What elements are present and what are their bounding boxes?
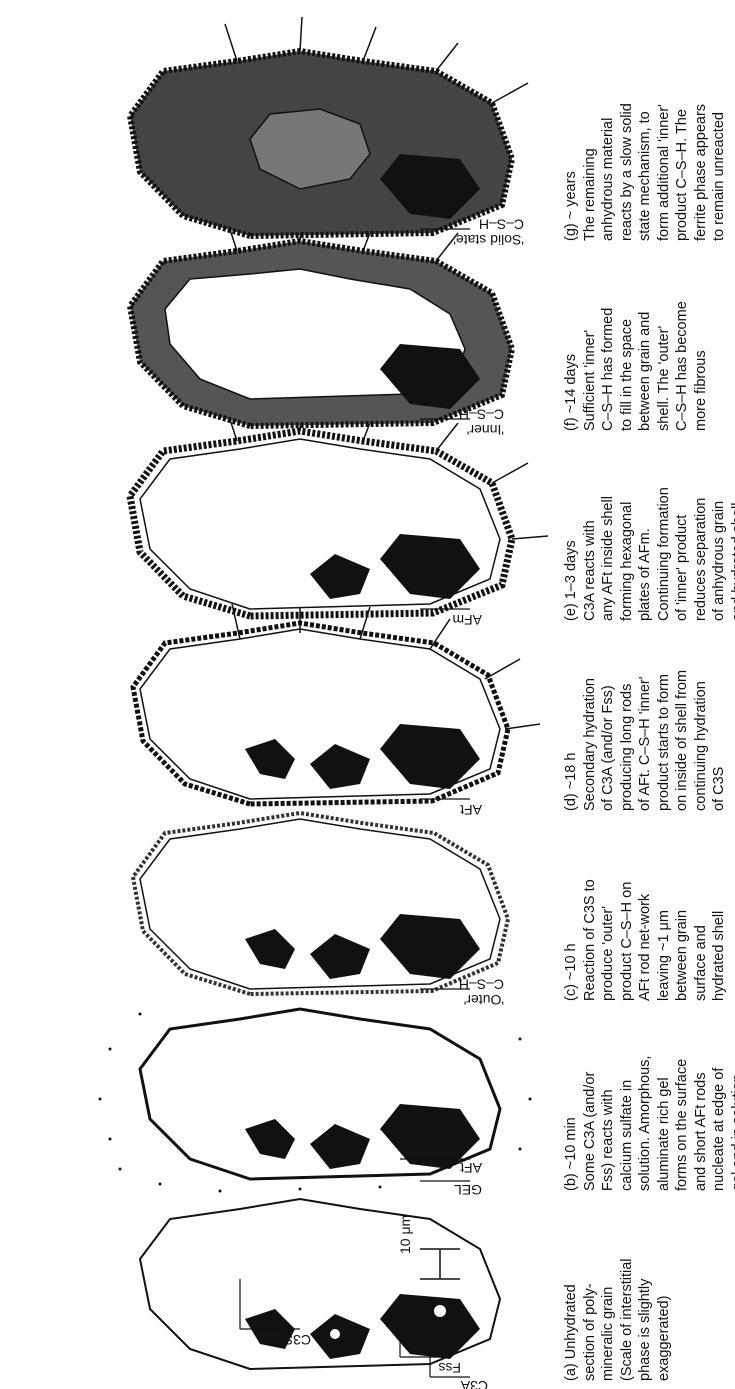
grain-drawing-g: 'Solid state'C–S–H [0,59,560,249]
grain-drawing-f: 'Inner'C–S–H [0,249,560,439]
label-inner-csh: 'Inner'C–S–H [459,407,504,438]
label-gel: GEL [454,1182,482,1198]
stage-b: GEL AFt (b) ~10 min Some C3A (and/or Fss… [0,1009,735,1199]
scale-bar-label: 10 μm [397,1215,413,1254]
stage-e: AFm (e) 1–3 days C3A reacts with any AFt… [0,439,735,629]
label-outer-csh: 'Outer'C–S–H [459,977,504,1008]
stage-c: 'Outer'C–S–H (c) ~10 h Reaction of C3S t… [0,819,735,1009]
stage-d: AFt (d) ~18 h Secondary hydration of C3A… [0,629,735,819]
stage-a: C3A Fss C3S 10 μm (a) Unhydrated section… [0,1199,735,1389]
grain-drawing-d: AFt [0,629,560,819]
stage-f: 'Inner'C–S–H (f) ~14 days Sufficient 'in… [0,249,735,439]
caption-c: (c) ~10 h Reaction of C3S to produce 'ou… [562,821,729,1001]
caption-a: (a) Unhydrated section of poly- minerali… [562,1201,673,1381]
label-aft-d: AFt [460,802,482,818]
caption-g: (g) ~ years The remaining anhydrous mate… [562,61,729,241]
stage-g: 'Solid state'C–S–H (g) ~ years The remai… [0,59,735,249]
grain-drawing-b: GEL AFt [0,1009,560,1199]
caption-e: (e) 1–3 days C3A reacts with any AFt ins… [562,441,735,621]
caption-d: (d) ~18 h Secondary hydration of C3A (an… [562,631,729,811]
label-afm: AFm [452,612,482,628]
grain-drawing-a: C3A Fss C3S 10 μm [0,1199,560,1389]
caption-b: (b) ~10 min Some C3A (and/or Fss) reacts… [562,1011,735,1191]
label-fss: Fss [438,1360,461,1376]
grain-drawing-c: 'Outer'C–S–H [0,819,560,1009]
label-aft-b: AFt [460,1160,482,1176]
grain-drawing-e: AFm [0,439,560,629]
label-c3a: C3A [460,1378,488,1389]
caption-f: (f) ~14 days Sufficient 'inner' C–S–H ha… [562,251,710,431]
label-c3s: C3S [284,1332,311,1348]
